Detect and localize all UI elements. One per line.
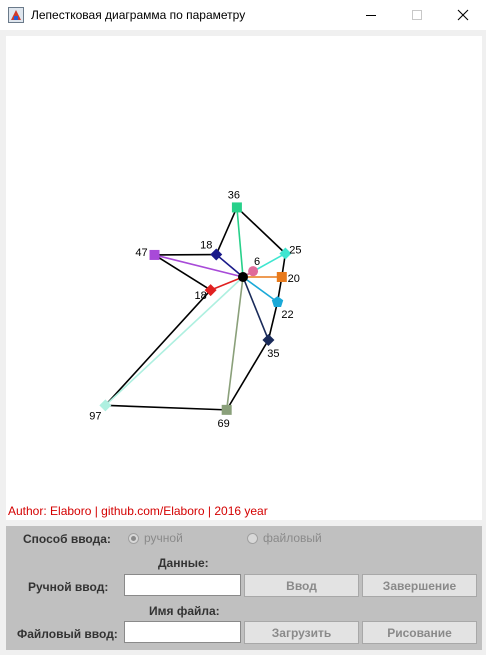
point-marker [248, 266, 259, 277]
spoke-line [210, 276, 244, 291]
point-marker [204, 284, 217, 297]
outline-segment [104, 289, 212, 406]
point-value-label: 35 [267, 348, 279, 360]
radio-manual[interactable]: ручной [128, 531, 183, 545]
load-button[interactable]: Загрузить [244, 621, 359, 644]
point-marker [271, 296, 284, 307]
point-value-label: 22 [281, 309, 293, 321]
maximize-button[interactable] [394, 0, 440, 30]
radio-manual-dot [128, 532, 139, 544]
close-icon [457, 9, 469, 21]
point-value-label: 20 [288, 273, 300, 285]
radio-manual-label: ручной [144, 531, 183, 545]
close-button[interactable] [440, 0, 486, 30]
radar-chart: 36 25 20 22 35 69 97 18 47 18 6 [89, 189, 301, 430]
maximize-icon [412, 10, 422, 20]
point-value-label: 97 [89, 410, 101, 422]
outline-segment [154, 254, 212, 291]
title-bar: Лепестковая диаграмма по параметру [0, 0, 486, 31]
radio-file-dot [247, 532, 258, 544]
minimize-icon [366, 15, 376, 16]
point-marker [231, 202, 242, 213]
outline-segment [225, 339, 270, 411]
point-marker [149, 249, 160, 260]
chart-canvas: 36 25 20 22 35 69 97 18 47 18 6 Author: Elaboro | … [6, 36, 482, 520]
outline-segment [105, 404, 227, 411]
point-marker [276, 272, 287, 282]
manual-input-label: Ручной ввод: [28, 580, 109, 594]
finish-button[interactable]: Завершение [362, 574, 477, 597]
outline-segment [236, 206, 286, 255]
radio-file-label: файловый [263, 531, 322, 545]
point-value-label: 18 [200, 240, 212, 252]
file-input-field[interactable] [124, 621, 241, 643]
point-value-label: 18 [194, 290, 206, 302]
point-value-label: 69 [218, 418, 230, 430]
outline-segment [267, 301, 279, 341]
point-marker [262, 333, 275, 346]
spoke-line [242, 276, 270, 341]
spoke-line [104, 276, 244, 406]
point-marker [221, 404, 232, 415]
point-value-label: 6 [254, 256, 260, 268]
manual-input-field[interactable] [124, 574, 241, 596]
draw-button[interactable]: Рисование [362, 621, 477, 644]
spoke-line [242, 276, 278, 303]
point-marker [279, 247, 292, 260]
spoke-line [215, 253, 244, 278]
author-credit: Author: Elaboro | github.com/Elaboro | 2… [8, 504, 268, 518]
point-value-label: 47 [135, 247, 147, 259]
center-point [238, 272, 248, 282]
enter-button[interactable]: Ввод [244, 574, 359, 597]
point-marker [210, 248, 223, 261]
minimize-button[interactable] [348, 0, 394, 30]
point-value-label: 25 [289, 244, 301, 256]
control-panel: Способ ввода: ручной файловый Данные: Ру… [6, 526, 482, 650]
spoke-line [154, 254, 244, 278]
radio-file[interactable]: файловый [247, 531, 322, 545]
file-name-label: Имя файла: [149, 604, 220, 618]
spoke-line [236, 207, 244, 278]
file-input-label: Файловый ввод: [17, 627, 118, 641]
spoke-line [225, 276, 244, 410]
data-label: Данные: [158, 556, 209, 570]
point-value-label: 36 [228, 189, 240, 201]
window-title: Лепестковая диаграмма по параметру [31, 8, 246, 22]
input-mode-label: Способ ввода: [23, 532, 111, 546]
app-icon [8, 7, 24, 23]
point-marker [99, 399, 112, 412]
outline-segment [215, 207, 238, 255]
